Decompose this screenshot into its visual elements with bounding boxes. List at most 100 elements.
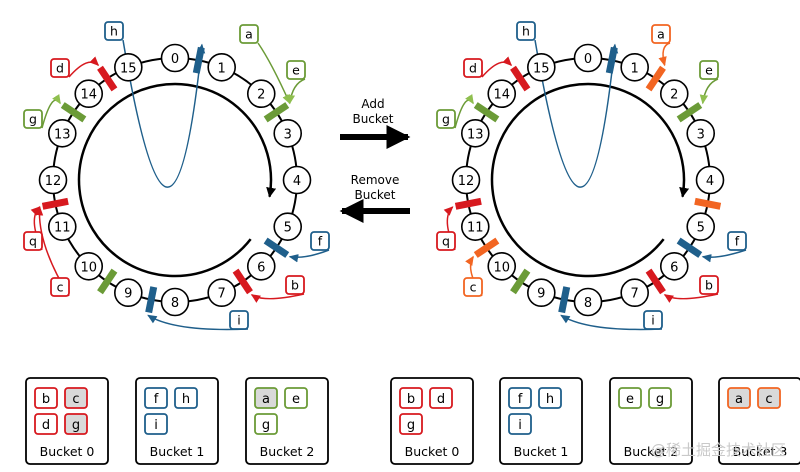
ring-position-label: 11 (54, 221, 71, 236)
bucket-item: i (144, 413, 168, 435)
key-mapping-arrow (286, 78, 306, 105)
ring-position-label: 15 (120, 61, 137, 76)
bucket-item-label: i (154, 418, 158, 433)
key-label: g (442, 112, 450, 127)
key-box: f (727, 231, 747, 251)
bucket-marker (97, 268, 118, 295)
ring-position-label: 12 (458, 174, 475, 189)
key-box: c (463, 277, 483, 297)
ring-position-node: 0 (160, 43, 190, 73)
key-label: a (657, 27, 665, 42)
bucket-item-label: b (42, 392, 50, 407)
ring-position-node: 6 (246, 251, 276, 281)
key-box: i (643, 310, 663, 330)
key-mapping-arrow (658, 42, 671, 67)
ring-position-label: 10 (493, 260, 510, 275)
rotation-direction-arc (490, 82, 690, 278)
bucket-item-label: g (72, 418, 80, 433)
bucket-item: i (508, 413, 532, 435)
bucket-item: d (429, 387, 453, 409)
bucket-marker (645, 65, 666, 92)
bucket-item-label: d (42, 418, 50, 433)
ring-position-label: 0 (171, 52, 179, 67)
watermark-text: @稀土掘金技术社区 (650, 441, 786, 459)
key-box: b (699, 275, 719, 295)
bucket-item: e (618, 387, 642, 409)
key-box: c (50, 277, 70, 297)
ring-position-label: 0 (584, 52, 592, 67)
ring-position-label: 7 (631, 287, 639, 302)
bucket-item: a (727, 387, 751, 409)
key-mapping-arrow (41, 93, 61, 129)
bucket-item: d (34, 413, 58, 435)
key-label: e (705, 63, 713, 78)
key-mapping-arrow (663, 293, 719, 303)
bucket-marker (676, 102, 703, 123)
bucket-item: h (174, 387, 198, 409)
ring-position-label: 2 (670, 88, 678, 103)
bucket-item: c (757, 387, 781, 409)
key-label: i (237, 313, 240, 328)
bucket-marker (645, 268, 666, 295)
key-mapping-arrow (701, 249, 747, 263)
bucket-marker (263, 237, 290, 258)
ring-position-node: 4 (282, 165, 312, 195)
bucket-name: Bucket 2 (624, 444, 679, 459)
ring-position-node: 5 (273, 212, 303, 241)
ring-position-label: 9 (124, 287, 132, 302)
bucket-name: Bucket 1 (150, 444, 205, 459)
bucket-marker (510, 268, 531, 295)
ring-position-label: 12 (45, 174, 62, 189)
key-label: q (442, 234, 450, 249)
bucket-marker (473, 237, 500, 258)
bucket-item-label: h (182, 392, 190, 407)
ring-position-node: 4 (695, 165, 725, 195)
bucket-item-label: f (518, 392, 523, 407)
bucket-item-label: g (262, 418, 270, 433)
ring-position-label: 8 (584, 296, 592, 311)
bucket-marker (192, 46, 205, 74)
rotation-direction-arc (77, 82, 277, 278)
ring-position-label: 13 (54, 127, 71, 142)
ring-position-label: 6 (670, 260, 678, 275)
bucket-marker (41, 197, 69, 210)
ring-position-node: 3 (686, 119, 716, 148)
bucket-marker (510, 65, 531, 92)
bucket-marker (694, 197, 722, 210)
key-box: g (436, 109, 456, 129)
ring-position-label: 1 (631, 61, 639, 76)
key-mapping-arrow (250, 293, 305, 303)
ring-position-node: 14 (487, 79, 517, 109)
bucket-marker (97, 65, 118, 92)
ring-position-node: 0 (573, 43, 603, 73)
ring-position-node: 15 (114, 52, 143, 82)
bucket-item-label: f (154, 392, 159, 407)
bucket-marker (60, 102, 87, 123)
bucket-marker (454, 197, 482, 210)
key-label: a (245, 27, 253, 42)
bucket-item: c (64, 387, 88, 409)
ring-position-label: 2 (257, 88, 265, 103)
key-label: h (110, 24, 118, 39)
ring-position-label: 13 (467, 127, 484, 142)
bucket-name: Bucket 0 (40, 444, 95, 459)
bucket-marker (676, 237, 703, 258)
key-label: c (57, 280, 64, 295)
bucket-name: Bucket 1 (514, 444, 569, 459)
ring-position-node: 12 (451, 165, 481, 195)
key-label: f (735, 234, 740, 249)
ring-position-node: 10 (74, 251, 104, 281)
ring-position-node: 11 (47, 212, 77, 241)
ring-position-label: 11 (467, 221, 484, 236)
bucket-marker (558, 286, 571, 314)
ring-position-node: 15 (527, 52, 556, 82)
key-label: q (29, 234, 37, 249)
bucket-marker (232, 268, 253, 295)
ring-position-node: 5 (686, 212, 716, 241)
